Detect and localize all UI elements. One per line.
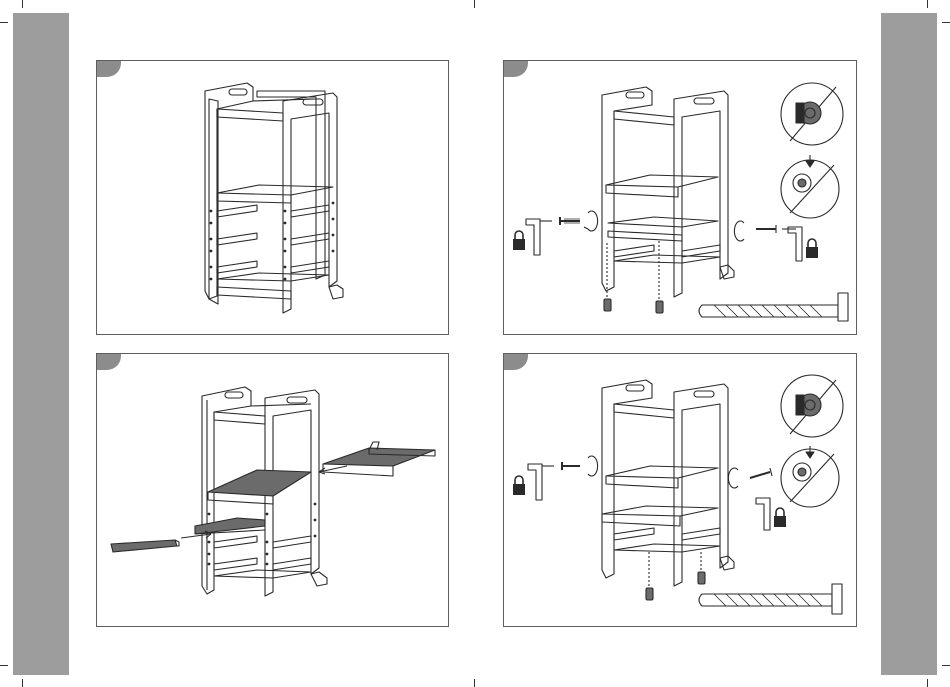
padlock-icon [774, 516, 786, 527]
step-4-panel [503, 353, 857, 627]
insert-platforms-figure [97, 354, 448, 626]
lock-bolts-lower-figure [504, 354, 856, 626]
tower-assembled-figure [97, 61, 448, 334]
lock-bolts-upper-figure [504, 61, 856, 334]
crop-mark [0, 22, 8, 23]
step-1-panel [96, 60, 449, 335]
padlock-icon [513, 484, 525, 495]
padlock-icon [806, 247, 818, 258]
padlock-icon [513, 239, 525, 250]
barrel-nut-icon [646, 588, 653, 600]
left-page-margin [13, 13, 69, 675]
crop-mark [927, 679, 928, 687]
crop-mark [927, 0, 928, 8]
crop-mark [474, 679, 475, 687]
right-page-margin [881, 13, 937, 675]
step-3-panel [503, 60, 857, 335]
barrel-nut-icon [604, 299, 611, 311]
crop-mark [22, 679, 23, 687]
crop-mark [474, 0, 475, 8]
crop-mark [942, 22, 950, 23]
crop-mark [0, 665, 8, 666]
barrel-nut-icon [656, 301, 663, 313]
crop-mark [942, 665, 950, 666]
step-2-panel [96, 353, 449, 627]
crop-mark [22, 0, 23, 8]
barrel-nut-icon [698, 572, 705, 584]
